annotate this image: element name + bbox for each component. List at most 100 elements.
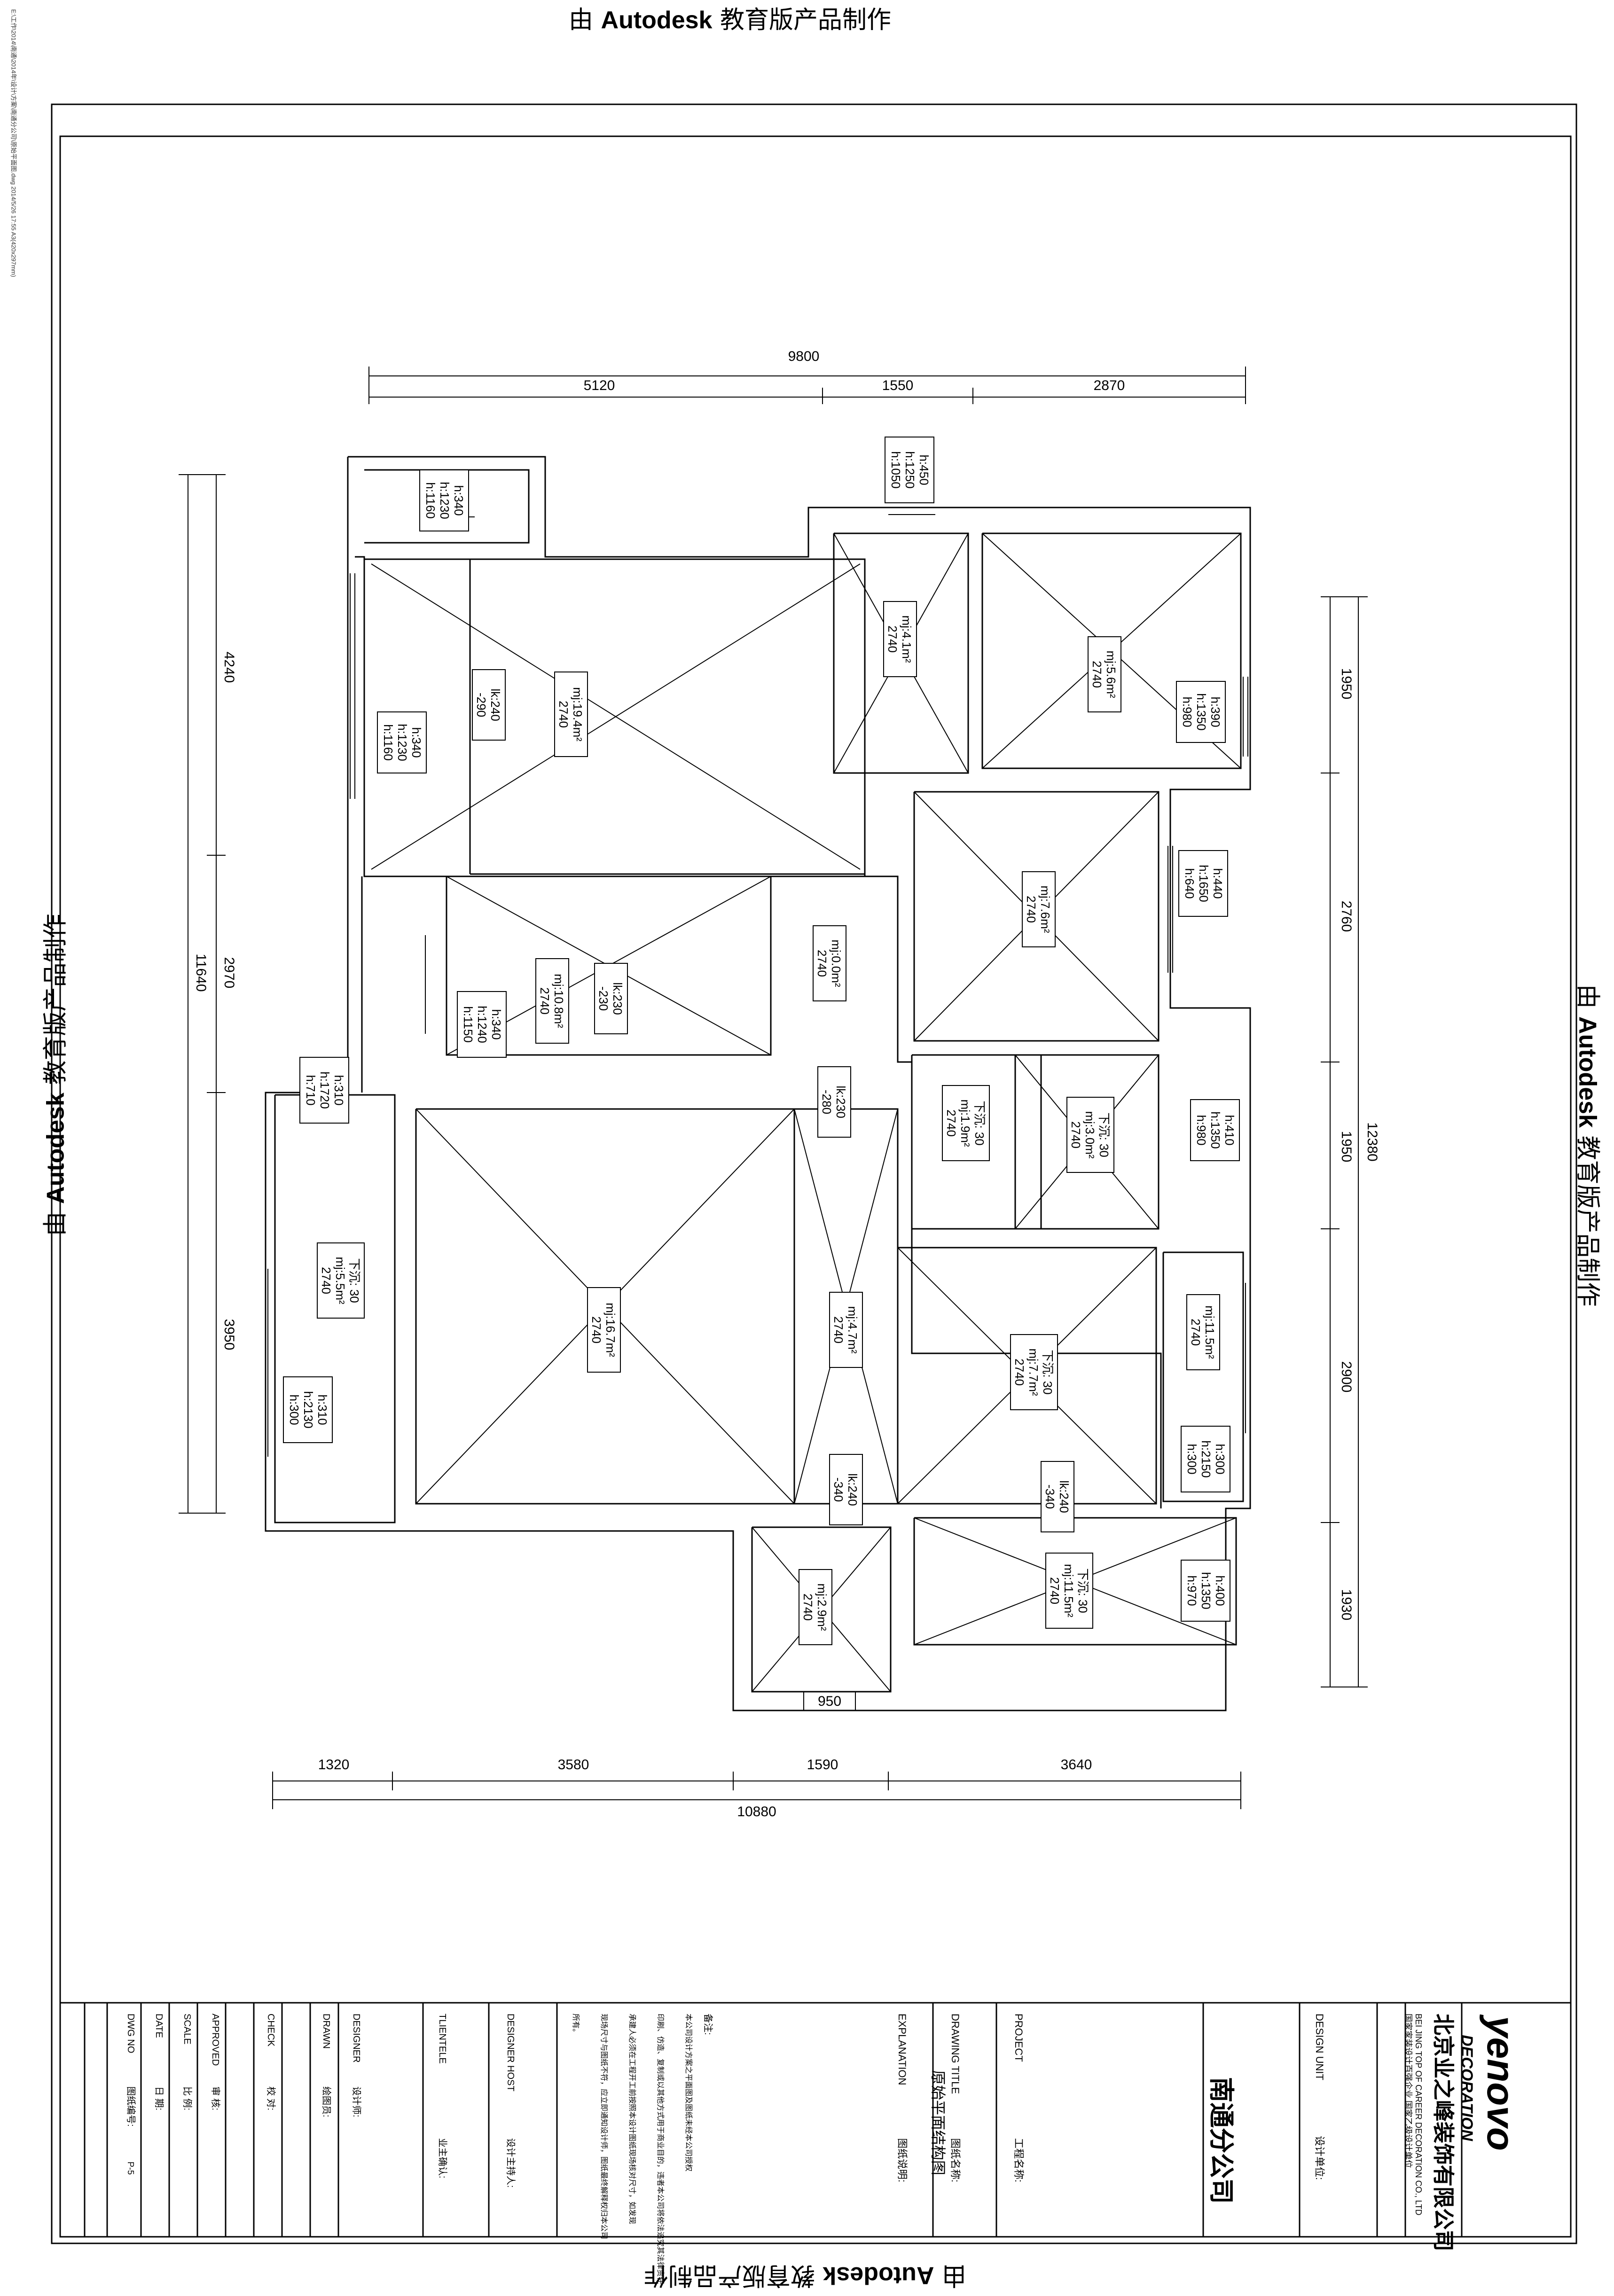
window-tag: h:310 h:2130 h:300 [283, 1376, 333, 1443]
window-tag-line: h:710 [304, 1075, 318, 1105]
dim-right-total: 12380 [1364, 1122, 1380, 1161]
title-block-text: yenovo DECORATION 北京业之峰装饰有限公司 BEI JING T… [125, 2014, 1522, 2284]
room-height: 2740 [1048, 1577, 1062, 1604]
window-tag: h:300 h:2150 h:300 [1181, 1426, 1230, 1492]
room-label: mj:11.5m² 2740 [1186, 1294, 1220, 1370]
dim-bottom-total: 10880 [737, 1804, 776, 1820]
outer-frame [51, 103, 1577, 2244]
dwg-no-value: P-5 [126, 2162, 135, 2175]
beam-tag-line: -280 [820, 1090, 834, 1114]
room-area: mj:4.7m² [846, 1306, 860, 1353]
room-area: mj:0.0m² [829, 939, 843, 987]
window-tag-line: h:1650 [1197, 865, 1211, 902]
room-sink: 下沉: 30 [1041, 1350, 1055, 1394]
window-tag-line: h:970 [1185, 1575, 1199, 1606]
project-label: PROJECT [1013, 2014, 1025, 2062]
room-area: mj:10.8m² [552, 974, 566, 1028]
window-tag-line: h:980 [1194, 1115, 1208, 1145]
window-tag-line: h:310 [332, 1075, 346, 1105]
dim-left-seg-2: 2970 [221, 957, 237, 989]
room-label: mj:19.4m² 2740 [554, 672, 588, 757]
logo: yenovo [1479, 2014, 1522, 2151]
dim-right-seg-5: 1930 [1339, 1589, 1354, 1621]
logo-sub: DECORATION [1458, 2035, 1476, 2141]
room-area: mj:16.7m² [603, 1303, 618, 1357]
beam-tag-line: lk:240 [1057, 1480, 1071, 1513]
window-tag-line: h:340 [489, 1009, 503, 1039]
watermark-right: 由 Autodesk 教育版产品制作 [1572, 984, 1607, 1307]
beam-tag-line: lk:240 [488, 688, 502, 721]
dim-bottom-seg-1: 1320 [318, 1757, 350, 1773]
drawn-label: DRAWN [321, 2014, 331, 2049]
beam-tag-line: -290 [474, 693, 488, 717]
window-tag-line: h:1160 [423, 482, 438, 519]
beam-tag-line: -340 [1043, 1484, 1057, 1509]
room-height: 2740 [885, 625, 900, 653]
room-area: mj:4.1m² [900, 615, 914, 663]
window-tag: h:340 h:1230 h:1160 [377, 711, 427, 773]
window-tag-line: h:1050 [889, 451, 903, 489]
dim-bottom-seg-3: 1590 [807, 1757, 838, 1773]
room-labels: mj:19.4m² 2740 mj:4.1m² 2740 mj:5.6m² 27… [317, 601, 1220, 1645]
room-label: mj:2.9m² 2740 [799, 1569, 832, 1645]
watermark-brand: Autodesk [823, 2262, 934, 2289]
room-label: mj:4.1m² 2740 [883, 601, 917, 677]
notes-line: 印刷、仿造、复制或以其他方式用于商业目的，违者本公司将依法追究其法律责任 [656, 2014, 665, 2284]
room-height: 2740 [589, 1316, 603, 1343]
project-cn: 工程名称: [1013, 2138, 1025, 2182]
window-tag-line: h:2130 [301, 1391, 315, 1429]
room-area: mj:11.5m² [1062, 1564, 1076, 1617]
window-tag: h:440 h:1650 h:640 [1178, 850, 1228, 917]
beam-tag-line: lk:230 [834, 1086, 848, 1118]
window-tag-line: h:340 [409, 727, 423, 758]
room-label: mj:5.6m² 2740 [1088, 636, 1121, 712]
designer-host-cn: 设计主持人: [505, 2138, 516, 2188]
design-unit-label: DESIGN UNIT [1314, 2014, 1325, 2080]
dim-left-seg-3: 3950 [221, 1319, 237, 1351]
room-sink: 下沉: 30 [972, 1101, 987, 1145]
room-height: 2740 [815, 950, 829, 977]
watermark-suffix: 教育版产品制作 [41, 914, 70, 1093]
beam-tag: lk:230 -280 [817, 1066, 851, 1138]
window-tag-line: h:440 [1211, 868, 1225, 898]
beam-tag-line: lk:230 [611, 982, 625, 1015]
room-height: 2740 [538, 987, 552, 1015]
company-name-cn: 北京业之峰装饰有限公司 [1431, 2014, 1456, 2251]
designer-label: DESIGNER [351, 2014, 361, 2062]
beam-tag-line: -340 [831, 1477, 846, 1502]
beam-tag-line: -230 [596, 986, 611, 1011]
approved-cn: 审 核: [210, 2086, 221, 2110]
window-tag-line: h:1240 [475, 1006, 489, 1043]
room-height: 2740 [1024, 896, 1038, 923]
drawn-cn: 绘图员: [321, 2086, 332, 2117]
scale-cn: 比 例: [182, 2086, 193, 2110]
beam-tag: lk:240 -340 [1041, 1461, 1074, 1532]
room-area: mj:1.9m² [958, 1099, 972, 1147]
dim-left-total: 11640 [193, 953, 209, 992]
room-area: mj:2.9m² [815, 1583, 829, 1631]
dwg-no-label: DWG NO [125, 2014, 136, 2053]
window-tag-line: h:1250 [903, 451, 917, 489]
window-tag-line: h:1350 [1199, 1572, 1213, 1609]
room-area: mj:7.6m² [1038, 885, 1052, 933]
watermark-bottom: 由 Autodesk 教育版产品制作 [644, 2260, 966, 2296]
beam-tag: lk:230 -230 [594, 963, 628, 1034]
design-unit-value: 南通分公司 [1207, 2077, 1235, 2204]
watermark-prefix: 由 [934, 2261, 966, 2289]
dimension-text: 9800 5120 1550 2870 1320 3580 1590 3640 … [193, 349, 1380, 1820]
window-tag-line: h:300 [1213, 1444, 1227, 1474]
beam-tags: lk:240 -290 lk:230 -230 lk:230 -280 lk:2… [472, 669, 1074, 1532]
scale-label: SCALE [182, 2014, 192, 2045]
room-height: 2740 [1189, 1319, 1203, 1346]
tlientele-label: TLIENTELE [437, 2014, 447, 2064]
room-label: mj:7.6m² 2740 [1022, 871, 1056, 947]
dim-top-seg-2: 1550 [882, 378, 914, 393]
room-label: mj:16.7m² 2740 [587, 1287, 621, 1373]
room-height: 2740 [1069, 1121, 1083, 1148]
window-tag-line: h:1350 [1194, 693, 1208, 731]
drawing-title-label: DRAWING TITLE [949, 2014, 961, 2094]
notes-line: 所有。 [572, 2014, 580, 2036]
window-tag-line: h:300 [1185, 1444, 1199, 1474]
window-tag-line: h:450 [917, 454, 931, 485]
